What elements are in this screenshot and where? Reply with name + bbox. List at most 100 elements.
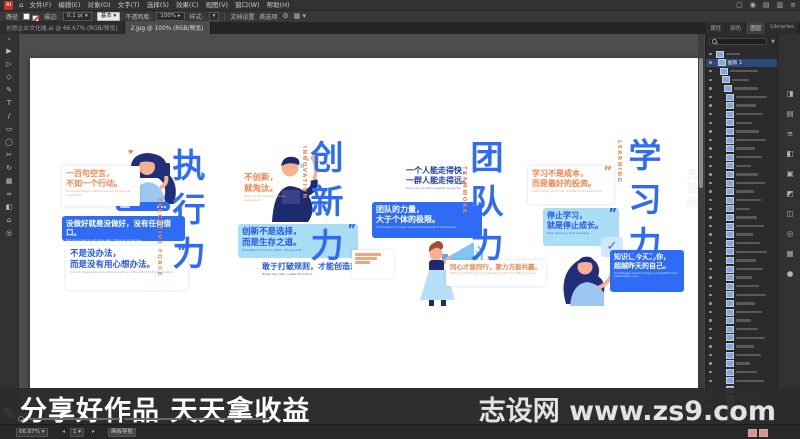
next-artboard-icon[interactable]: ▸: [92, 428, 96, 435]
home-icon[interactable]: ⌂: [19, 0, 24, 9]
layer-visibility-eye-icon[interactable]: [709, 310, 712, 314]
ellipse-tool[interactable]: ◯: [5, 138, 13, 146]
layer-visibility-eye-icon[interactable]: [709, 379, 712, 383]
layer-row[interactable]: [706, 351, 777, 359]
artboard-number-dropdown[interactable]: 1 ▾: [70, 428, 85, 437]
mesh-tool[interactable]: ▦: [5, 177, 13, 185]
layer-visibility-eye-icon[interactable]: [709, 198, 712, 202]
layer-visibility-eye-icon[interactable]: [709, 112, 712, 116]
layer-row[interactable]: [706, 265, 777, 273]
layer-row[interactable]: [706, 196, 777, 204]
layer-row[interactable]: [706, 136, 777, 144]
graphic-styles-panel-icon[interactable]: ◫: [786, 209, 794, 218]
layer-visibility-eye-icon[interactable]: [709, 138, 712, 142]
layer-row[interactable]: 画板 1: [706, 58, 777, 67]
scrollbar-thumb[interactable]: [699, 58, 703, 188]
layer-row[interactable]: [706, 231, 777, 239]
layer-row[interactable]: [706, 76, 777, 84]
layer-row[interactable]: [706, 308, 777, 316]
layer-row[interactable]: [706, 67, 777, 75]
artboard-tool[interactable]: ⌂: [6, 216, 12, 224]
layer-row[interactable]: [706, 127, 777, 135]
color-panel-icon[interactable]: ◨: [786, 89, 794, 98]
layer-visibility-eye-icon[interactable]: [709, 327, 712, 331]
layer-row[interactable]: [706, 368, 777, 376]
menu-item[interactable]: 选择(S): [146, 0, 169, 9]
panel-tab-属性[interactable]: 属性: [706, 22, 726, 34]
layer-visibility-eye-icon[interactable]: [709, 61, 712, 64]
menu-item[interactable]: 文字(T): [117, 0, 140, 9]
layer-visibility-eye-icon[interactable]: [709, 104, 712, 107]
layer-row[interactable]: [706, 84, 777, 92]
layer-row[interactable]: [706, 342, 777, 350]
layer-row[interactable]: [706, 162, 777, 170]
layer-visibility-eye-icon[interactable]: [709, 267, 712, 271]
layer-visibility-eye-icon[interactable]: [709, 362, 712, 365]
panel-tab-图层[interactable]: 图层: [746, 22, 766, 34]
layer-row[interactable]: [706, 274, 777, 282]
layer-row[interactable]: [706, 377, 777, 385]
selection-tool[interactable]: ▶: [6, 47, 12, 55]
layer-visibility-eye-icon[interactable]: [709, 276, 712, 279]
rectangle-tool[interactable]: ▭: [5, 125, 13, 133]
filter-icon[interactable]: ▼: [771, 39, 775, 45]
layer-visibility-eye-icon[interactable]: [709, 259, 712, 262]
preferences-button[interactable]: 首选项: [259, 14, 278, 21]
blend-tool[interactable]: ≈: [6, 190, 12, 198]
fill-swatch[interactable]: [23, 13, 31, 20]
layer-visibility-eye-icon[interactable]: [709, 233, 712, 236]
opacity-dropdown[interactable]: 100% ▸: [156, 12, 185, 21]
transparency-panel-icon[interactable]: ▣: [786, 169, 794, 178]
layer-visibility-eye-icon[interactable]: [709, 216, 712, 219]
pen-tool[interactable]: ✎: [6, 86, 12, 94]
menu-item[interactable]: 文件(F): [29, 0, 52, 9]
brush-definition-dropdown[interactable]: 基本 ▾: [96, 12, 121, 21]
layer-visibility-eye-icon[interactable]: [709, 190, 712, 193]
gradient-tool[interactable]: ◧: [5, 203, 13, 211]
layer-row[interactable]: [706, 179, 777, 187]
type-tool[interactable]: T: [6, 99, 12, 107]
layer-visibility-eye-icon[interactable]: [709, 224, 712, 228]
direct-selection-tool[interactable]: ▷: [6, 60, 12, 68]
menu-item[interactable]: 对象(O): [87, 0, 111, 9]
layer-visibility-eye-icon[interactable]: [709, 250, 712, 254]
stroke-weight-dropdown[interactable]: 0.1 pt ▾: [63, 12, 92, 21]
document-setup-button[interactable]: 文档设置: [230, 14, 255, 21]
scissors-tool[interactable]: ✂: [6, 151, 12, 159]
collapse-panel-icon[interactable]: »: [7, 36, 11, 43]
search-icon[interactable]: ◉: [749, 0, 756, 9]
share-icon[interactable]: ▢: [736, 0, 743, 9]
pathfinder-panel-icon[interactable]: ●: [786, 269, 794, 278]
layer-visibility-eye-icon[interactable]: [709, 284, 712, 288]
layer-row[interactable]: [706, 93, 777, 101]
arrange-documents-icon[interactable]: ▤: [762, 0, 770, 9]
layer-row[interactable]: [706, 110, 777, 118]
grid-options-icon[interactable]: ▦ ▾: [293, 12, 306, 20]
zoom-tool[interactable]: ◎: [5, 229, 13, 237]
layer-visibility-eye-icon[interactable]: [709, 69, 712, 73]
layer-visibility-eye-icon[interactable]: [709, 353, 712, 357]
menu-item[interactable]: 编辑(E): [58, 0, 81, 9]
panel-menu-icon[interactable]: ≡: [790, 0, 796, 9]
previous-artboard-icon[interactable]: ◂: [62, 428, 66, 435]
line-segment-tool[interactable]: /: [7, 112, 11, 120]
layer-visibility-eye-icon[interactable]: [709, 302, 712, 305]
menu-item[interactable]: 效果(C): [175, 0, 199, 9]
layer-row[interactable]: [706, 239, 777, 247]
layers-search-input[interactable]: [709, 38, 767, 45]
appearance-panel-icon[interactable]: ◩: [786, 189, 794, 198]
menu-item[interactable]: 帮助(H): [266, 0, 290, 9]
layer-visibility-eye-icon[interactable]: [709, 293, 712, 297]
swatches-panel-icon[interactable]: ▤: [786, 109, 794, 118]
layer-row[interactable]: [706, 299, 777, 307]
document-tab[interactable]: 2.jpg @ 100% (RGB/预览): [124, 21, 211, 34]
layer-visibility-eye-icon[interactable]: [709, 155, 712, 159]
layer-row[interactable]: [706, 102, 777, 110]
layer-row[interactable]: [706, 325, 777, 333]
layer-row[interactable]: [706, 256, 777, 264]
layer-visibility-eye-icon[interactable]: [709, 121, 712, 125]
layer-row[interactable]: [706, 213, 777, 221]
layer-visibility-eye-icon[interactable]: [709, 336, 712, 340]
layer-visibility-eye-icon[interactable]: [709, 78, 712, 82]
layer-visibility-eye-icon[interactable]: [709, 164, 712, 168]
